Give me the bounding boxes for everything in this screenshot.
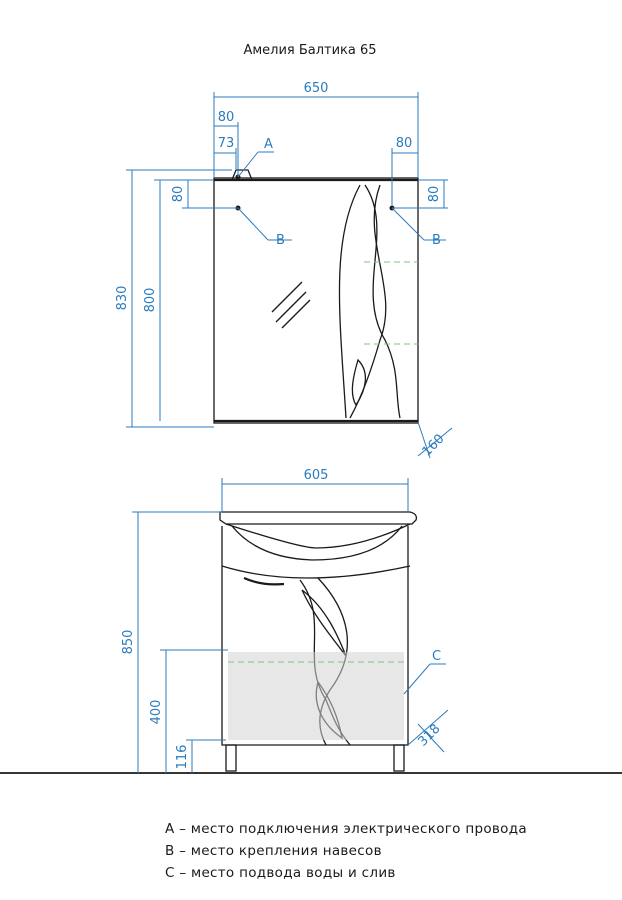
basin-front bbox=[225, 523, 411, 549]
dim-mirror-width: 650 bbox=[304, 81, 329, 96]
dim-mount-right: 80 bbox=[427, 186, 442, 203]
dim-vanity-height-total: 850 bbox=[121, 630, 136, 655]
legend: A – место подключения электрического про… bbox=[165, 818, 527, 884]
vanity-top-curve bbox=[221, 565, 411, 579]
drawing-title: Амелия Балтика 65 bbox=[243, 43, 376, 58]
mirror-body-outline bbox=[213, 177, 419, 424]
dim-mount-left: 80 bbox=[171, 186, 186, 203]
dim-mirror-height-body: 800 bbox=[143, 288, 158, 313]
vanity-leaf-top bbox=[301, 589, 347, 657]
label-c: C bbox=[432, 649, 441, 664]
vanity-body bbox=[221, 526, 409, 746]
mirror-dimensions: 650 80 73 A 80 830 800 80 B bbox=[115, 81, 453, 460]
door-wave-mid bbox=[349, 184, 387, 419]
dim-offset-outer: 80 bbox=[218, 110, 235, 125]
legend-item-a: A – место подключения электрического про… bbox=[165, 821, 527, 837]
mirror-glare-2 bbox=[275, 291, 307, 323]
vanity-cabinet bbox=[0, 511, 622, 774]
label-b-left: B bbox=[276, 233, 285, 248]
leg-left bbox=[225, 744, 237, 772]
legend-item-b: B – место крепления навесов bbox=[165, 843, 382, 859]
dim-leg-height: 116 bbox=[175, 745, 190, 770]
door-wave-right bbox=[364, 184, 401, 419]
mirror-glare-3 bbox=[281, 299, 311, 329]
lamp-fixture bbox=[231, 169, 253, 181]
vanity-dimensions: 605 850 400 116 C 318 bbox=[121, 468, 449, 773]
dim-supply-height: 400 bbox=[149, 700, 164, 725]
dim-vanity-width: 605 bbox=[304, 468, 329, 483]
dim-offset-inner: 73 bbox=[218, 136, 235, 151]
label-b-right: B bbox=[432, 233, 441, 248]
label-a: A bbox=[264, 137, 273, 152]
basin-rim bbox=[219, 511, 418, 525]
dim-offset-right: 80 bbox=[396, 136, 413, 151]
vanity-handle bbox=[243, 576, 285, 586]
door-leaf-shape bbox=[351, 358, 366, 407]
door-wave-left bbox=[338, 184, 361, 419]
mirror-glare-1 bbox=[271, 281, 303, 313]
legend-item-c: C – место подвода воды и слив bbox=[165, 865, 396, 881]
mirror-cabinet bbox=[213, 169, 419, 424]
basin-bowl bbox=[231, 525, 403, 561]
leg-right bbox=[393, 744, 405, 772]
supply-zone bbox=[228, 652, 404, 740]
dim-mirror-height-total: 830 bbox=[115, 286, 130, 311]
